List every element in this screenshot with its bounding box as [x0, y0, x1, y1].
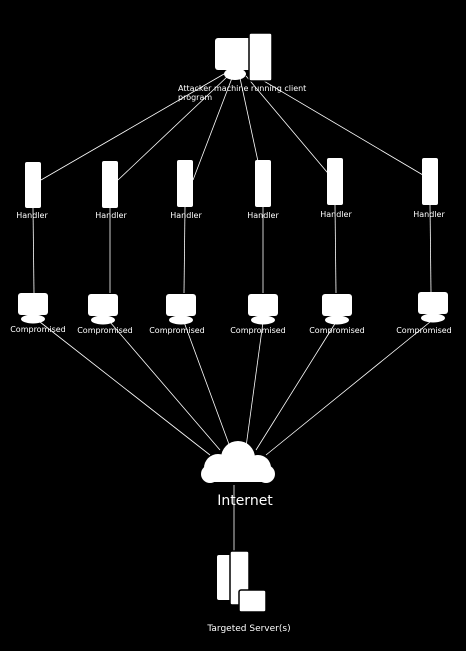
computer-monitor-icon [18, 293, 48, 315]
handler-2: Handler [95, 161, 127, 220]
handler-label: Handler [247, 211, 279, 220]
handler-label: Handler [16, 211, 48, 220]
attacker-machine: Attacker machine running client program [178, 32, 306, 102]
link-handler-compromised-5 [334, 204, 337, 294]
computer-monitor-icon [418, 292, 448, 314]
internet-cloud: Internet [201, 441, 275, 509]
compromised-label: Compromised [230, 326, 286, 335]
link-attacker-handler-5 [245, 75, 333, 179]
link-handler-compromised-6 [429, 204, 432, 293]
link-attacker-handler-6 [251, 73, 429, 179]
target-label: Targeted Server(s) [206, 624, 290, 634]
link-handler-compromised-1 [32, 207, 35, 294]
link-compromised-internet-6 [265, 321, 431, 456]
computer-base-icon [91, 315, 115, 325]
compromised-3: Compromised [149, 294, 205, 335]
link-compromised-internet-2 [109, 321, 221, 451]
handler-label: Handler [320, 210, 352, 219]
link-compromised-internet-3 [183, 321, 231, 448]
computer-base-icon [421, 313, 445, 323]
handler-4: Handler [247, 160, 279, 220]
computer-base-icon [325, 315, 349, 325]
targeted-servers: Targeted Server(s) [206, 550, 291, 634]
internet-label: Internet [217, 493, 273, 509]
computer-monitor-icon [88, 294, 118, 316]
computer-monitor-icon [248, 294, 278, 316]
link-attacker-handler-2 [117, 75, 229, 181]
handler-label: Handler [413, 210, 445, 219]
compromised-label: Compromised [77, 326, 133, 335]
compromised-5: Compromised [309, 294, 365, 335]
computer-base-icon [251, 315, 275, 325]
computer-monitor-icon [322, 294, 352, 316]
handler-compromised-links [32, 204, 432, 294]
cloud-icon [201, 441, 275, 483]
handler-server-icon [255, 160, 271, 207]
handler-server-icon [102, 161, 118, 208]
compromised-1: Compromised [10, 293, 66, 334]
handler-server-icon [422, 158, 438, 205]
compromised-label: Compromised [149, 326, 205, 335]
server-monitor-icon [238, 589, 267, 613]
attacker-label-line2: program [178, 93, 212, 102]
link-compromised-internet-4 [245, 321, 264, 448]
handler-label: Handler [170, 211, 202, 220]
link-compromised-internet-5 [255, 321, 337, 451]
handler-server-icon [327, 158, 343, 205]
compromised-4: Compromised [230, 294, 286, 335]
attacker-monitor-icon [215, 38, 252, 70]
attacker-label-line1: Attacker machine running client [178, 84, 306, 93]
computer-base-icon [21, 314, 45, 324]
handler-3: Handler [170, 160, 202, 220]
compromised-2: Compromised [77, 294, 133, 335]
handler-label: Handler [95, 211, 127, 220]
compromised-internet-links [39, 321, 431, 456]
compromised-label: Compromised [309, 326, 365, 335]
handler-server-icon [25, 162, 41, 208]
link-handler-compromised-3 [183, 206, 186, 294]
compromised-label: Compromised [396, 326, 452, 335]
compromised-label: Compromised [10, 325, 66, 334]
attacker-handler-links [40, 73, 429, 181]
computer-base-icon [169, 315, 193, 325]
handler-5: Handler [320, 158, 352, 219]
link-attacker-handler-3 [192, 77, 233, 181]
link-attacker-handler-1 [40, 73, 225, 181]
compromised-6: Compromised [396, 292, 452, 335]
link-compromised-internet-1 [39, 321, 211, 456]
handler-server-icon [177, 160, 193, 207]
computer-monitor-icon [166, 294, 196, 316]
handler-6: Handler [413, 158, 445, 219]
handler-1: Handler [16, 162, 48, 220]
attacker-mouse-icon [224, 68, 246, 80]
attacker-tower-icon [248, 32, 273, 82]
